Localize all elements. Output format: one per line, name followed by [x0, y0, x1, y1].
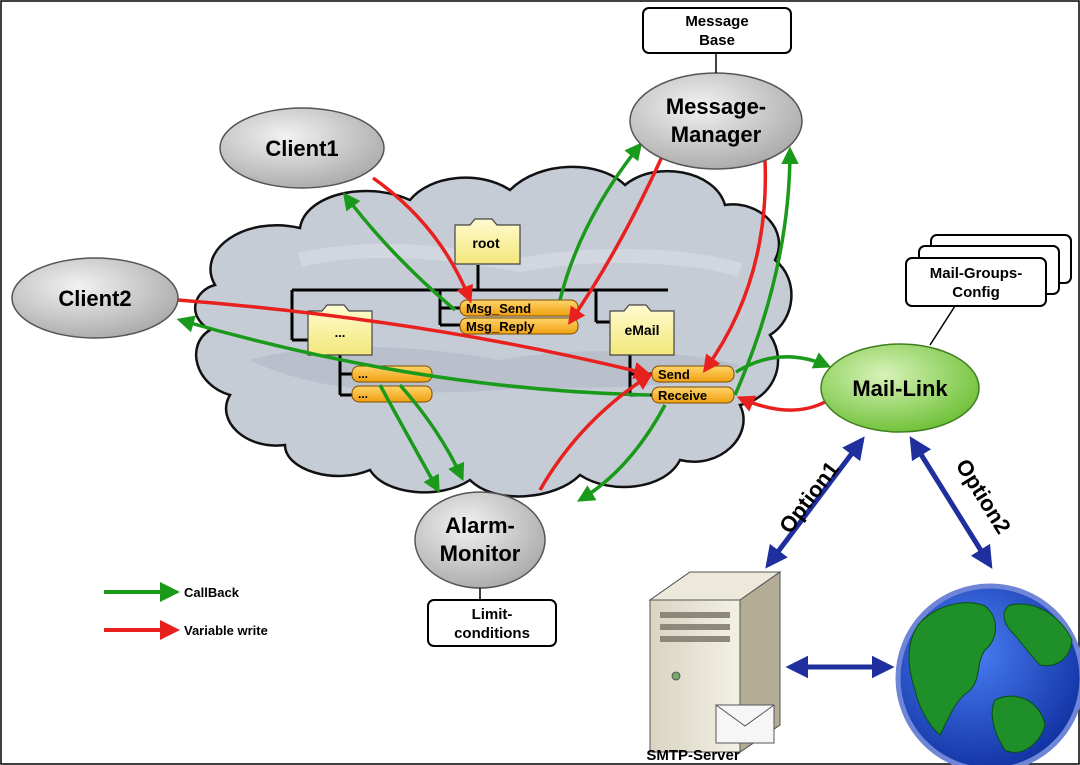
- folder-root-label: root: [472, 235, 500, 251]
- node-mail-link[interactable]: Mail-Link: [820, 343, 980, 433]
- node-mail-link-label: Mail-Link: [852, 376, 948, 401]
- node-message-manager-line1: Message-: [666, 94, 766, 119]
- write-maillink-receive: [736, 395, 826, 412]
- box-mail-groups-line2: Config: [952, 284, 999, 301]
- box-message-base[interactable]: Message Base: [642, 7, 792, 54]
- variable-ellipsis-2-label: ...: [358, 387, 368, 401]
- box-message-base-line1: Message: [685, 13, 748, 30]
- folder-ellipsis-label: ...: [335, 325, 346, 340]
- node-alarm-monitor-line1: Alarm-: [445, 513, 515, 538]
- folder-email-label: eMail: [624, 322, 659, 338]
- variable-send[interactable]: Send: [651, 365, 735, 383]
- folder-email[interactable]: eMail: [609, 304, 675, 356]
- legend-variable-write-label: Variable write: [184, 623, 268, 638]
- folder-root[interactable]: root: [454, 218, 521, 265]
- variable-msg-reply-label: Msg_Reply: [466, 319, 535, 334]
- box-limit-conditions[interactable]: Limit- conditions: [427, 599, 557, 647]
- write-client1-msgsend: [371, 176, 473, 304]
- variable-receive-label: Receive: [658, 388, 707, 403]
- legend: CallBack Variable write: [104, 582, 268, 640]
- node-message-manager-line2: Manager: [671, 122, 762, 147]
- node-client2[interactable]: Client2: [11, 257, 179, 339]
- variable-ellipsis-1-label: ...: [358, 367, 368, 381]
- callback-send-maillink: [735, 352, 832, 374]
- variable-ellipsis-2[interactable]: ...: [351, 385, 433, 403]
- node-client1-label: Client1: [265, 136, 338, 161]
- node-message-manager[interactable]: Message- Manager: [629, 72, 803, 170]
- box-message-base-line2: Base: [699, 32, 735, 49]
- write-manager-msgreply: [568, 149, 667, 325]
- variable-ellipsis-1[interactable]: ...: [351, 365, 433, 383]
- box-limit-line1: Limit-: [472, 606, 513, 623]
- node-client2-label: Client2: [58, 286, 131, 311]
- box-limit-line2: conditions: [454, 625, 530, 642]
- box-mail-groups-config[interactable]: Mail-Groups- Config: [905, 234, 1072, 307]
- write-manager-send: [702, 159, 768, 373]
- callback-msgsend-client1: [342, 192, 457, 312]
- envelope-icon: [715, 704, 775, 744]
- variable-msg-reply[interactable]: Msg_Reply: [459, 317, 579, 335]
- option1-arrow: [765, 436, 865, 569]
- box-mail-groups-line1: Mail-Groups-: [930, 265, 1023, 282]
- node-client1[interactable]: Client1: [219, 107, 385, 189]
- callback-receive-alarm: [576, 404, 667, 502]
- write-client2-send: [177, 298, 652, 380]
- node-alarm-monitor[interactable]: Alarm- Monitor: [414, 491, 546, 589]
- server-icon[interactable]: [648, 571, 782, 753]
- tree-structure: [290, 265, 668, 397]
- callback-var-alarm-1: [378, 384, 440, 494]
- write-alarm-send: [538, 373, 653, 491]
- option2-arrow: [909, 436, 993, 569]
- variable-msg-send-label: Msg_Send: [466, 301, 531, 316]
- variable-send-label: Send: [658, 367, 690, 382]
- callback-receive-client2: [176, 315, 651, 397]
- legend-callback-label: CallBack: [184, 585, 240, 600]
- globe-icon[interactable]: [895, 583, 1080, 765]
- node-alarm-monitor-line2: Monitor: [440, 541, 521, 566]
- variable-msg-send[interactable]: Msg_Send: [459, 299, 579, 317]
- flow-arrows: [176, 142, 832, 502]
- variable-receive[interactable]: Receive: [651, 386, 735, 404]
- option-arrows: [765, 436, 993, 679]
- callback-msgsend-manager: [558, 142, 643, 301]
- callback-var-alarm-2: [398, 383, 465, 482]
- smtp-server-label: SMTP-Server: [646, 747, 740, 764]
